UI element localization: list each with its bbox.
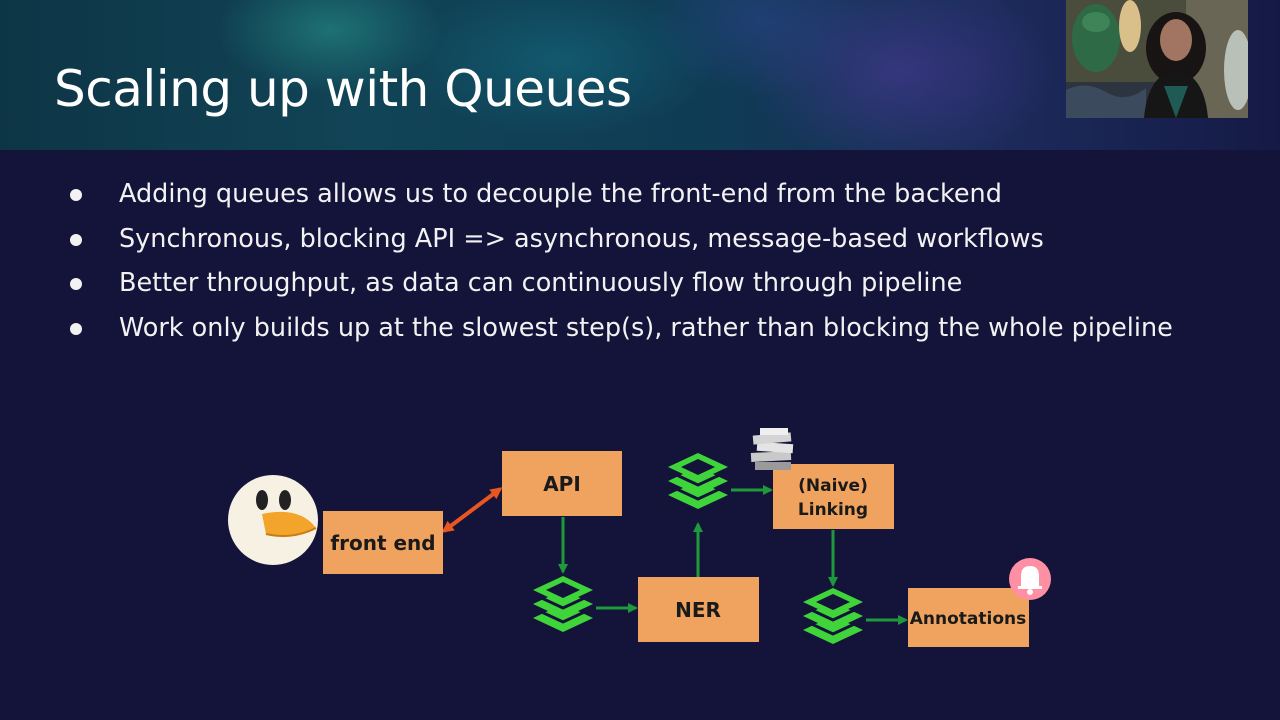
linking-node: (Naive) Linking [773,464,894,529]
linking-label-line2: Linking [798,500,868,520]
bullet-text: Synchronous, blocking API => asynchronou… [119,223,1044,254]
bullet-text: Adding queues allows us to decouple the … [119,179,1002,209]
queue-stack-icon [666,451,730,515]
queue-stack-icon [531,574,595,638]
linking-label-line1: (Naive) [798,476,868,496]
arrow-api-front-end [441,487,503,533]
bullet-item: Better throughput, as data can continuou… [68,261,1218,306]
front-end-label: front end [330,531,435,555]
queue-stack-icon [801,586,865,650]
bullet-text: Work only builds up at the slowest step(… [119,312,1173,343]
bullet-dot [70,278,82,290]
bullet-list: Adding queues allows us to decouple the … [68,172,1218,350]
annotations-label: Annotations [910,609,1027,629]
bullet-item: Work only builds up at the slowest step(… [68,306,1218,351]
slide-title: Scaling up with Queues [54,60,632,118]
api-node: API [502,451,622,516]
api-label: API [543,472,581,496]
webcam-video [1066,0,1248,118]
bullet-dot [70,189,82,201]
bullet-item: Adding queues allows us to decouple the … [68,172,1218,217]
bullet-dot [70,322,82,335]
ner-node: NER [638,577,759,642]
ner-label: NER [675,598,721,622]
annotations-node: Annotations [908,588,1029,647]
bullet-text: Better throughput, as data can continuou… [119,268,963,298]
stacked-papers-icon [750,428,794,470]
bell-icon [1009,558,1051,600]
front-end-node: front end [323,511,443,574]
bullet-item: Synchronous, blocking API => asynchronou… [68,217,1218,262]
bullet-dot [70,233,82,246]
bird-mascot-icon [228,475,318,565]
